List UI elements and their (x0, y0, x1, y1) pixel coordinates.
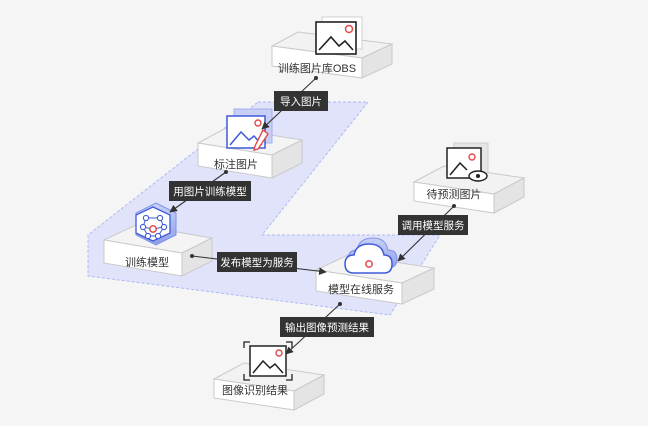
node-label-deploy: 模型在线服务 (328, 282, 394, 296)
scan-image-icon (243, 341, 293, 381)
node-obs: 训练图片库OBS (270, 16, 394, 79)
node-label-obs: 训练图片库OBS (278, 61, 356, 75)
step-label-output: 输出图像预测结果 (285, 321, 369, 334)
node-result: 图像识别结果 (212, 341, 326, 411)
node-label-result: 图像识别结果 (222, 384, 288, 397)
image-eye-icon (446, 142, 489, 182)
node-train: 训练模型 (102, 202, 214, 277)
step-label-train-with: 用图片训练模型 (173, 185, 247, 198)
node-deploy: 模型在线服务 (314, 237, 436, 305)
step-label-import: 导入图片 (280, 95, 322, 108)
step-tag-train-with: 用图片训练模型 (169, 181, 251, 201)
image-icon (315, 16, 363, 55)
step-tag-output: 输出图像预测结果 (280, 317, 374, 337)
node-label-train: 训练模型 (125, 255, 169, 269)
annotate-image-icon (226, 108, 273, 151)
step-tag-call-service: 调用模型服务 (398, 215, 468, 235)
node-label-annotate: 标注图片 (214, 157, 258, 171)
node-predict-images: 待预测图片 (412, 142, 526, 214)
step-label-publish: 发布模型为服务 (220, 256, 294, 269)
node-label-predict-images: 待预测图片 (427, 187, 482, 201)
neural-network-icon (135, 202, 177, 246)
cloud-icon (344, 237, 398, 274)
step-tag-publish: 发布模型为服务 (217, 252, 297, 272)
step-tag-import: 导入图片 (274, 91, 328, 111)
step-label-call-service: 调用模型服务 (402, 219, 465, 232)
